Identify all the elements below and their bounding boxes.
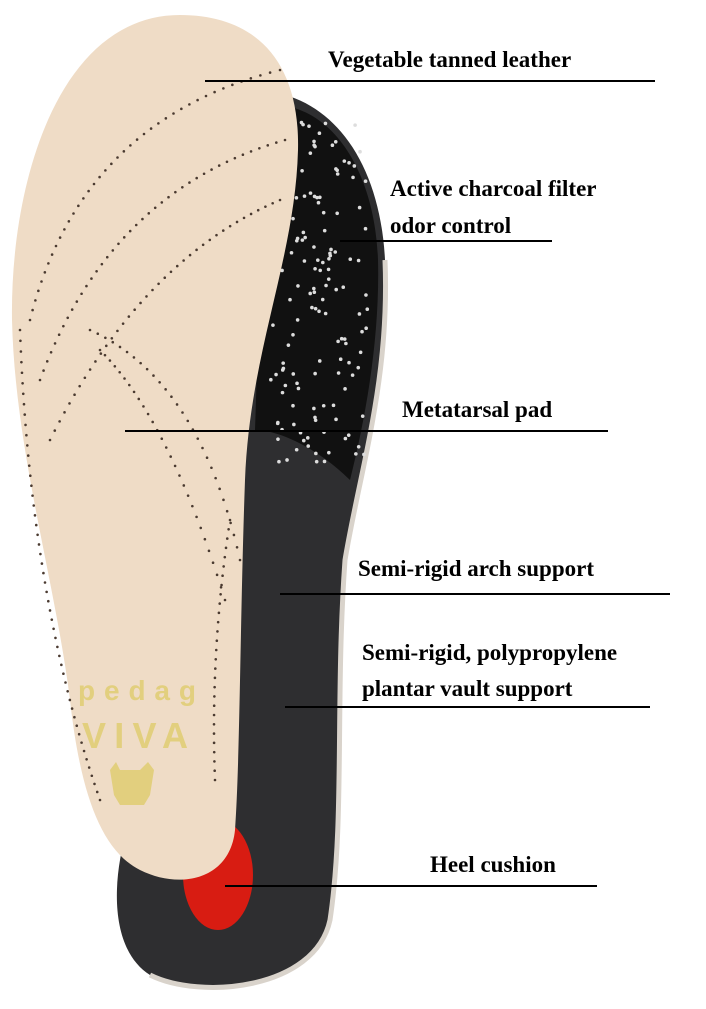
label-vault-2: plantar vault support xyxy=(362,676,573,701)
pointer-line xyxy=(125,430,608,432)
label-vault: Semi-rigid, polypropylene xyxy=(362,640,618,665)
leather-top xyxy=(11,15,299,880)
label-charcoal-2: odor control xyxy=(390,213,512,238)
pointer-line xyxy=(280,593,670,595)
perforation-dots xyxy=(18,68,287,802)
pointer-line xyxy=(340,240,552,242)
label-charcoal: Active charcoal filter xyxy=(390,176,597,201)
label-heel: Heel cushion xyxy=(430,852,556,877)
leather-mark-icon xyxy=(110,762,154,805)
label-leather: Vegetable tanned leather xyxy=(328,47,572,72)
pointer-line xyxy=(205,80,655,82)
pointer-line xyxy=(285,706,650,708)
label-metatarsal: Metatarsal pad xyxy=(402,397,553,422)
pointer-line xyxy=(225,885,597,887)
shell-edge xyxy=(148,259,389,990)
svg-text:VIVA: VIVA xyxy=(82,715,188,756)
label-arch: Semi-rigid arch support xyxy=(358,556,594,581)
